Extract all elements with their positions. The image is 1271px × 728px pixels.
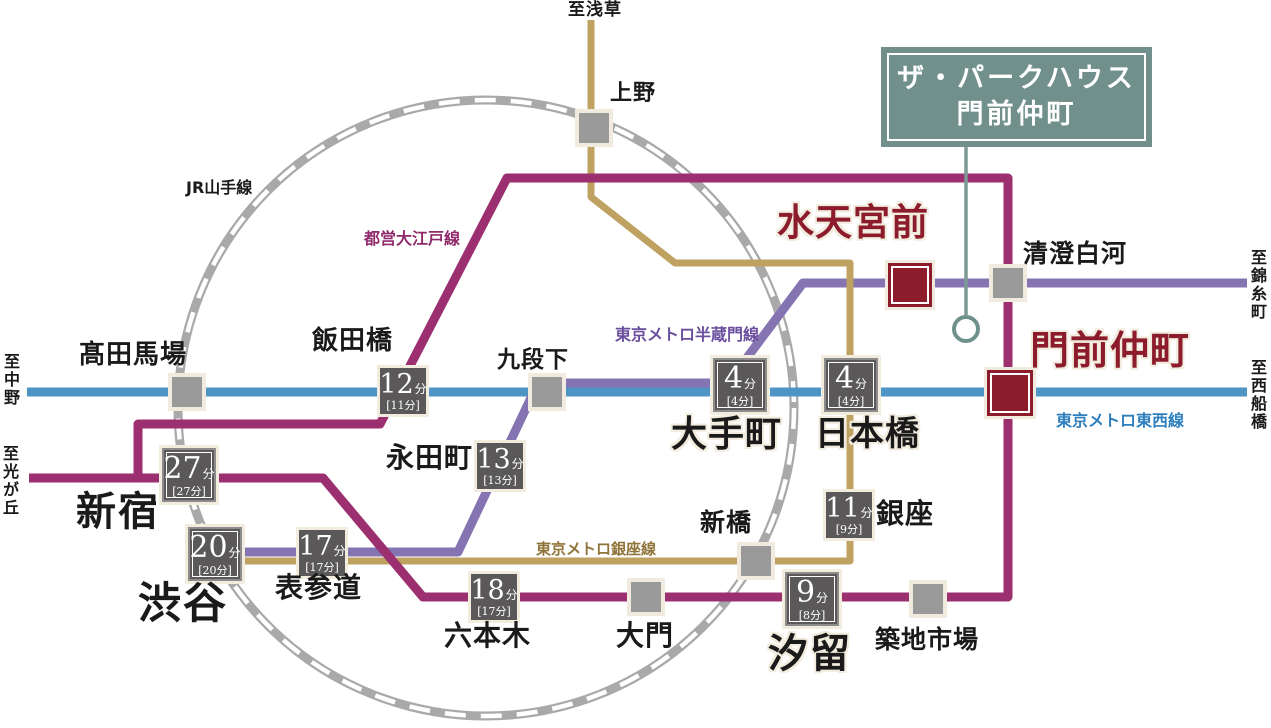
badge-unit: 分 xyxy=(855,376,868,391)
station-marker-shimbashi xyxy=(737,542,775,580)
line-label-jr-yamanote: JR山手線 xyxy=(186,178,253,197)
badge-number: 12 xyxy=(379,369,414,400)
station-marker-ueno xyxy=(575,109,613,147)
direction-label-nakano: 至中野 xyxy=(1,353,20,407)
station-marker-suitengumae xyxy=(885,260,935,310)
badge-unit: 分 xyxy=(228,545,241,560)
station-marker-takadanobaba xyxy=(168,373,206,411)
badge-unit: 分 xyxy=(744,376,757,391)
badge-unit: 分 xyxy=(333,544,346,558)
badge-number: 13 xyxy=(476,444,511,475)
line-label-ginza: 東京メトロ銀座線 xyxy=(536,540,657,558)
badge-bracket: [17分] xyxy=(305,561,339,574)
badge-unit: 分 xyxy=(511,457,524,471)
badge-number: 18 xyxy=(470,575,505,606)
station-label-nagatacho: 永田町 xyxy=(386,441,474,474)
badge-unit: 分 xyxy=(414,382,427,396)
property-name-line1: ザ・パークハウス xyxy=(897,62,1136,94)
station-label-shinjuku: 新宿 xyxy=(76,488,160,535)
direction-label-hikarigaoka: 至光が丘 xyxy=(0,445,19,517)
badge-number: 17 xyxy=(298,531,333,562)
badge-number: 9 xyxy=(795,574,816,610)
badge-bracket: [13分] xyxy=(483,474,517,487)
badge-unit: 分 xyxy=(202,466,215,481)
station-label-takadanobaba: 髙田馬場 xyxy=(79,340,188,370)
badge-bracket: [4分] xyxy=(837,394,865,408)
badge-bracket: [11分] xyxy=(386,399,420,412)
direction-label-asakusa: 至浅草 xyxy=(568,0,622,20)
station-marker-kiyosumi-shirakawa xyxy=(989,264,1027,302)
ginza-line xyxy=(245,20,854,565)
station-label-shibuya: 渋谷 xyxy=(138,579,228,629)
badge-number: 20 xyxy=(189,529,228,565)
badge-bracket: [17分] xyxy=(477,605,511,618)
station-marker-daimon xyxy=(627,578,665,616)
station-label-daimon: 大門 xyxy=(616,619,675,652)
station-label-roppongi: 六本木 xyxy=(444,619,532,652)
station-label-ueno: 上野 xyxy=(610,80,657,106)
property-callout-box: ザ・パークハウス 門前仲町 xyxy=(881,47,1152,147)
badge-bracket: [4分] xyxy=(726,394,754,408)
badge-bracket: [8分] xyxy=(798,608,826,622)
badge-number: 11 xyxy=(825,493,860,524)
hanzomon-line xyxy=(245,278,1247,557)
badge-unit: 分 xyxy=(816,590,829,605)
line-label-hanzomon: 東京メトロ半蔵門線 xyxy=(615,325,760,344)
station-marker-kudanshita xyxy=(528,373,566,411)
station-label-shiodome: 汐留 xyxy=(768,630,852,677)
badge-bracket: [20分] xyxy=(198,563,232,577)
line-label-tozai: 東京メトロ東西線 xyxy=(1056,411,1185,430)
station-label-nihombashi: 日本橋 xyxy=(815,414,920,454)
direction-label-kinshicho: 至錦糸町 xyxy=(1248,249,1267,321)
station-label-suitengumae: 水天宮前 xyxy=(777,200,929,244)
station-marker-monzen-nakacho xyxy=(984,367,1036,419)
station-label-shimbashi: 新橋 xyxy=(700,508,753,537)
badge-unit: 分 xyxy=(505,588,518,602)
station-label-monzen-nakacho: 門前仲町 xyxy=(1030,328,1191,374)
badge-unit: 分 xyxy=(860,506,873,520)
station-label-kiyosumi-shirakawa: 清澄白河 xyxy=(1023,239,1128,268)
station-label-kudanshita: 九段下 xyxy=(497,346,569,373)
station-label-tsukijishijo: 築地市場 xyxy=(875,625,980,654)
property-name-line2: 門前仲町 xyxy=(956,99,1077,130)
badge-number: 27 xyxy=(163,450,202,486)
jr-yamanote-line-dashes xyxy=(175,97,797,719)
badge-number: 4 xyxy=(834,360,855,396)
direction-label-nishi-funabashi: 至西船橋 xyxy=(1248,359,1267,431)
station-marker-tsukijishijo xyxy=(909,580,947,618)
badge-number: 4 xyxy=(723,360,744,396)
station-label-ginza: 銀座 xyxy=(876,497,935,530)
station-label-iidabashi: 飯田橋 xyxy=(312,326,394,356)
badge-bracket: [9分] xyxy=(835,523,863,536)
station-label-otemachi: 大手町 xyxy=(671,413,783,455)
station-label-omotesando: 表参道 xyxy=(275,571,363,604)
badge-bracket: [27分] xyxy=(172,484,206,498)
callout-location-dot xyxy=(952,315,980,343)
line-label-toei-oedo: 都営大江戸線 xyxy=(364,229,461,248)
